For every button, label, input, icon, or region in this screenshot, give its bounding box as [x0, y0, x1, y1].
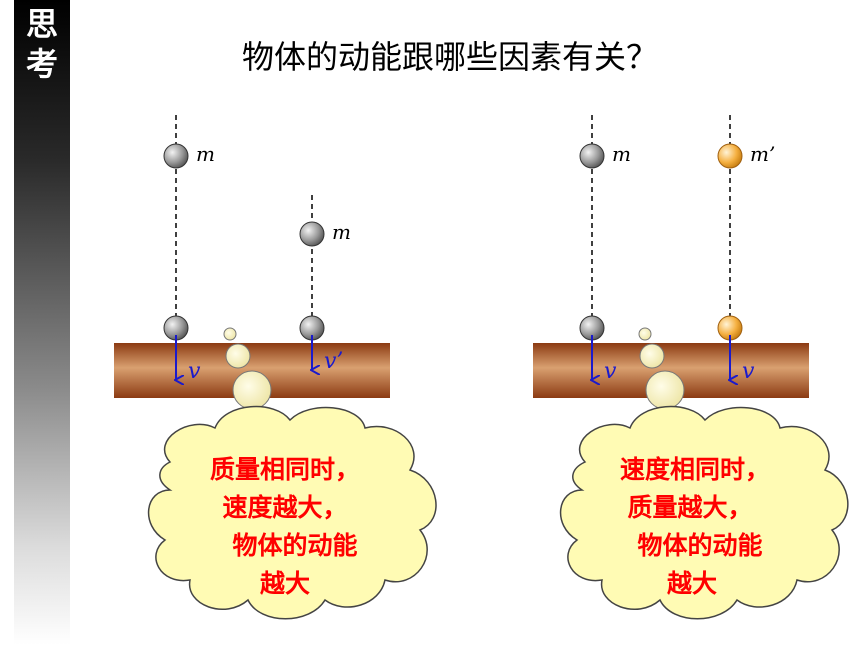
- left-ball-mid: [299, 221, 325, 247]
- sidebar-bar: [14, 0, 70, 645]
- right-cloud-line-2: 质量越大，: [627, 493, 752, 522]
- sidebar-char-consider: 考: [25, 45, 58, 83]
- left-scene: m m v v’ 质量相同时， 速度越大， 物体的动能 越大: [114, 115, 437, 620]
- right-cloud-line-3: 物体的动能: [637, 531, 762, 560]
- left-ball-top: [163, 143, 189, 169]
- left-cloud-line-1: 质量相同时，: [210, 455, 360, 484]
- left-velocity-label-1: v: [188, 359, 201, 384]
- right-cloud-line-1: 速度相同时，: [620, 455, 770, 484]
- left-ball-mid-label: m: [332, 220, 351, 244]
- right-ball-gray-label: m: [612, 142, 631, 166]
- left-cloud-line-3: 物体的动能: [232, 531, 357, 560]
- right-velocity-label-1: v: [604, 359, 617, 384]
- right-bubble-small: [638, 327, 652, 341]
- right-scene: m m’ v v 速度相同时， 质量越大， 物体的动能 越大: [533, 115, 849, 620]
- left-cloud-line-4: 越大: [260, 569, 310, 598]
- left-ball-top-label: m: [196, 142, 215, 166]
- right-velocity-label-2: v: [742, 359, 755, 384]
- right-bubble-medium: [639, 343, 665, 369]
- right-ball-orange-top: [717, 143, 743, 169]
- sidebar-char-think: 思: [25, 5, 58, 43]
- right-bubble-large: [645, 370, 685, 410]
- right-cloud-line-4: 越大: [667, 569, 717, 598]
- left-bubble-large: [232, 370, 272, 410]
- right-ball-gray-top: [579, 143, 605, 169]
- left-cloud: [148, 405, 437, 620]
- page-title: 物体的动能跟哪些因素有关？: [241, 38, 658, 76]
- left-velocity-label-2: v’: [324, 349, 343, 374]
- left-bubble-medium: [225, 343, 251, 369]
- left-cloud-line-2: 速度越大，: [222, 493, 347, 522]
- right-ball-orange-label: m’: [750, 142, 775, 166]
- left-bubble-small: [223, 327, 237, 341]
- right-cloud: [560, 405, 849, 620]
